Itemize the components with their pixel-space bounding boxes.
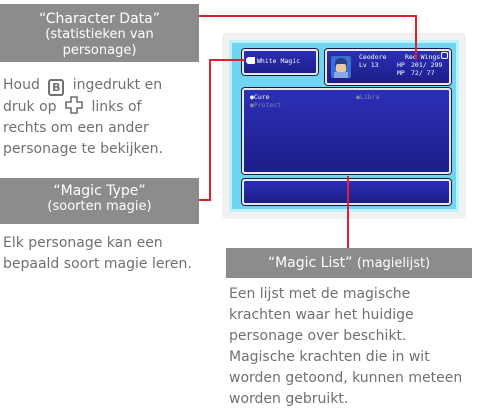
character-data-title: “Character Data” (38, 11, 160, 27)
spell-name: Protect (253, 101, 282, 109)
character-window[interactable]: Ceodore Red Wings Lv 13 HP 201/ 299 MP 7… (325, 49, 451, 85)
magic-type-label: “Magic Type” (soorten magie) (0, 178, 199, 224)
list-item[interactable]: ●Cure (250, 93, 270, 101)
desc-text: personage te bekijken. (3, 141, 164, 157)
magic-type-window[interactable]: White Magic (242, 49, 318, 75)
character-level: Lv 13 (359, 61, 379, 69)
hp-value: 201/ 299 (411, 61, 443, 69)
desc-text: Een lijst met de magische (229, 286, 411, 302)
character-name: Ceodore (359, 53, 387, 61)
desc-text: bepaald soort magie leren. (3, 256, 192, 272)
leader-line (347, 176, 349, 248)
magic-type-name: White Magic (257, 57, 301, 65)
leader-line (199, 199, 210, 201)
leader-line (209, 59, 245, 61)
desc-text: druk op (3, 99, 57, 115)
game-screen: White Magic Ceodore Red Wings Lv 13 HP 2… (229, 40, 459, 212)
mp-label: MP (397, 69, 405, 77)
magic-list-description: Een lijst met de magische krachten waar … (229, 284, 477, 410)
job-icon (441, 52, 448, 59)
leader-line (199, 15, 417, 17)
desc-text: ingedrukt en (72, 77, 163, 93)
desc-text: Elk personage kan een (3, 235, 163, 251)
desc-text: rechts om een ander (3, 120, 149, 136)
hand-cursor-icon (246, 57, 255, 64)
hp-label: HP (397, 61, 405, 69)
magic-list-subtitle: (magielijst) (356, 256, 431, 271)
character-data-subtitle: (statistieken van personage) (45, 27, 154, 58)
magic-type-description: Elk personage kan een bepaald soort magi… (3, 233, 213, 275)
desc-text: krachten waar het huidige (229, 307, 414, 323)
leader-line (415, 15, 417, 60)
magic-type-subtitle: (soorten magie) (47, 199, 152, 214)
magic-type-title: “Magic Type” (53, 183, 146, 199)
list-item[interactable]: ●Libra (356, 93, 380, 101)
desc-text: Houd (3, 77, 40, 93)
spell-name: Libra (359, 93, 380, 101)
help-window (242, 179, 451, 205)
desc-text: links of (91, 99, 142, 115)
desc-text: personage over beschikt. (229, 328, 407, 344)
character-job: Red Wings (405, 53, 441, 61)
list-item[interactable]: ●Protect (250, 101, 282, 109)
dpad-icon (65, 96, 83, 114)
desc-text: Magische krachten die in wit (229, 349, 430, 365)
b-button-icon: B (48, 79, 65, 96)
magic-list-title: “Magic List” (267, 255, 353, 271)
character-data-label: “Character Data” (statistieken van perso… (0, 4, 199, 62)
desc-text: worden getoond, kunnen meteen (229, 370, 463, 386)
character-data-description: Houd B ingedrukt en druk op links of rec… (3, 75, 203, 160)
desc-text: worden gebruikt. (229, 391, 349, 407)
spell-name: Cure (253, 93, 270, 101)
magic-list-label: “Magic List” (magielijst) (226, 248, 472, 278)
leader-line (209, 59, 211, 201)
magic-list-window: ●Cure ●Libra ●Protect (242, 88, 451, 174)
character-portrait (331, 56, 351, 78)
mp-value: 72/ 77 (411, 69, 435, 77)
